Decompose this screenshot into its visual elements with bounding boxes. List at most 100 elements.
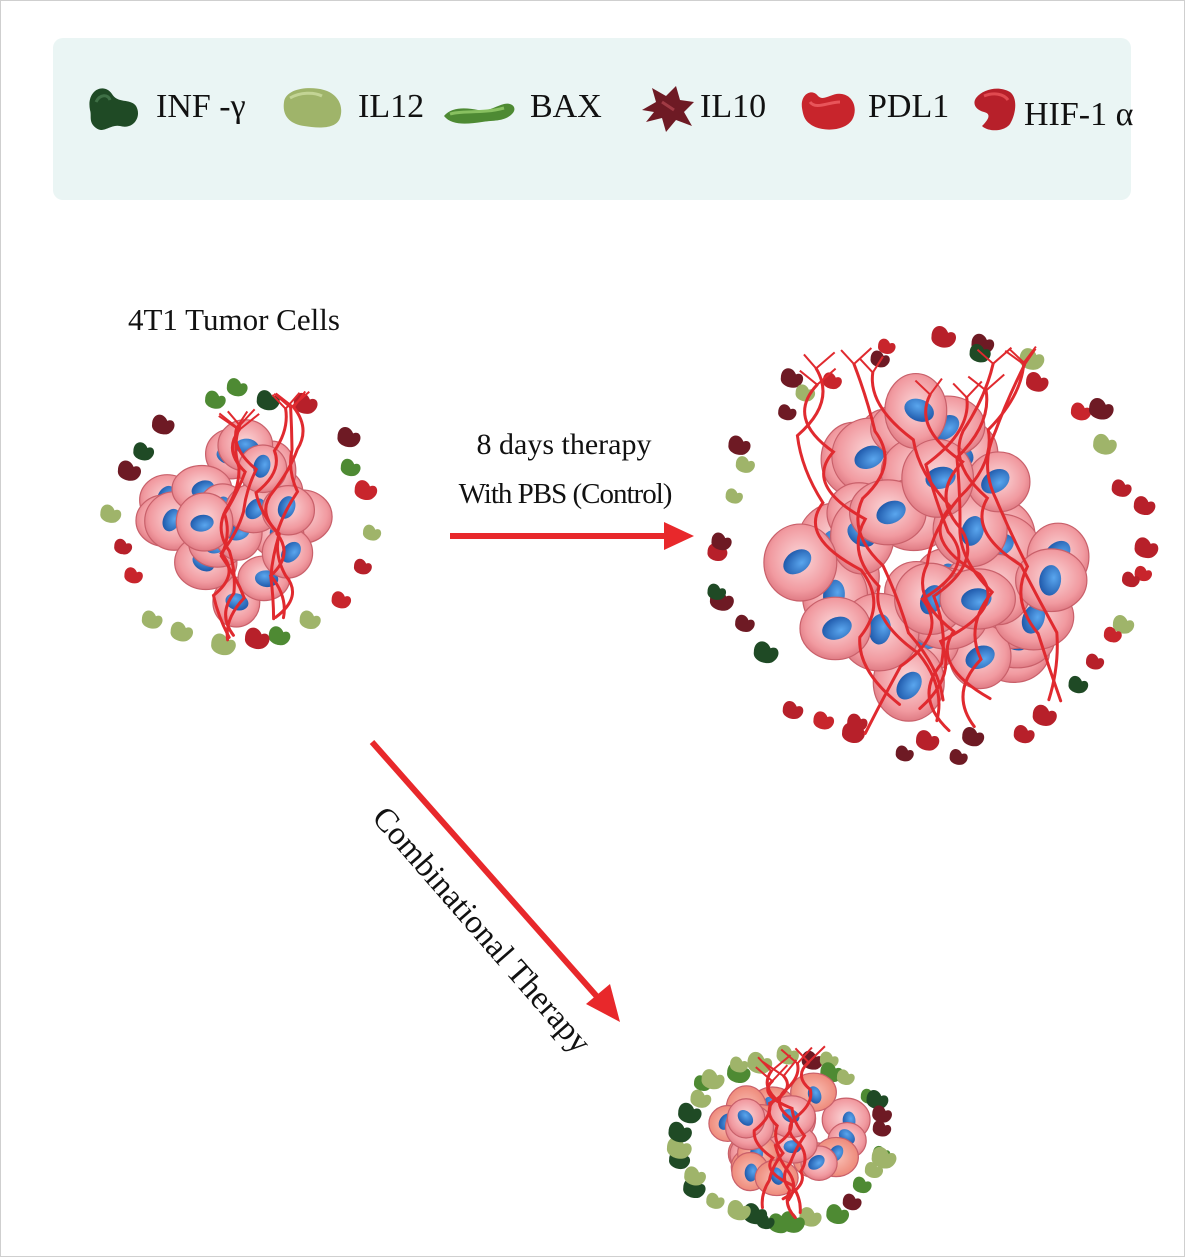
il12-protein-icon <box>795 384 816 402</box>
inf-gamma-protein-icon <box>668 1121 692 1143</box>
il10-protein-icon <box>735 614 755 632</box>
blood-vessel-branch <box>218 413 260 431</box>
il12-protein-icon <box>211 633 236 656</box>
il12-protein-icon <box>283 88 342 128</box>
pdl1-protein-icon <box>1103 626 1122 643</box>
blood-vessel <box>924 393 970 733</box>
bax-protein-icon <box>226 378 248 397</box>
il10-protein-icon <box>870 350 890 368</box>
il10-protein-icon <box>337 426 361 448</box>
legend-panel <box>53 38 1131 200</box>
blood-vessel-branch <box>780 1046 813 1065</box>
il12-protein-icon <box>141 610 163 629</box>
blood-vessel <box>773 1062 800 1202</box>
blood-vessel <box>264 405 305 619</box>
blood-vessel <box>211 425 259 639</box>
il10-protein-icon <box>949 749 968 765</box>
start-label: 4T1 Tumor Cells <box>128 302 340 337</box>
pdl1-protein-icon <box>1070 402 1092 421</box>
hif1a-protein-icon <box>1032 704 1057 726</box>
pdl1-protein-icon <box>813 711 835 730</box>
pdl1-protein-icon <box>822 372 842 390</box>
legend-label: HIF-1 α <box>1024 96 1134 133</box>
hif1a-protein-icon <box>1025 371 1049 392</box>
il12-protein-icon <box>362 524 382 541</box>
blood-vessel-branch <box>914 377 943 396</box>
hif1a-protein-icon <box>782 700 804 719</box>
il10-protein-icon <box>962 726 985 747</box>
blood-vessel <box>957 362 1059 702</box>
inf-gamma-protein-icon <box>866 1089 889 1110</box>
il12-protein-icon <box>1093 433 1117 455</box>
control-arrow-label-line1: 8 days therapy <box>476 428 652 461</box>
il12-protein-icon <box>871 1146 897 1169</box>
il10-protein-icon <box>872 1120 892 1137</box>
legend-label: BAX <box>530 88 602 125</box>
blood-vessel <box>852 362 945 702</box>
inf-gamma-protein-icon <box>133 442 155 461</box>
il10-protein-icon <box>1089 397 1114 420</box>
hif1a-protein-icon <box>353 558 372 575</box>
hif1a-protein-icon <box>974 88 1016 131</box>
blood-vessel <box>921 361 1026 701</box>
blood-vessel-branch <box>840 347 873 365</box>
il10-protein-icon <box>780 368 804 388</box>
blood-vessel-branch <box>799 367 837 386</box>
blood-vessel-branch <box>1004 348 1037 366</box>
cell-nucleus <box>1021 604 1045 634</box>
il10-protein-icon <box>895 745 914 762</box>
blood-vessel <box>955 389 995 729</box>
blood-vessel <box>254 407 288 621</box>
hif1a-protein-icon <box>1133 496 1156 516</box>
blood-vessel-branch <box>976 346 1013 365</box>
pdl1-protein-icon <box>801 92 855 130</box>
blood-vessel-branch <box>227 408 256 426</box>
blood-vessel <box>803 383 941 723</box>
il12-protein-icon <box>836 1069 855 1085</box>
legend-label: INF -γ <box>156 88 246 125</box>
blood-vessel-branch <box>794 1045 826 1063</box>
blood-vessel-branch <box>757 1054 792 1072</box>
inf-gamma-protein-icon <box>89 88 139 130</box>
hif1a-protein-icon <box>1134 537 1159 559</box>
hif1a-protein-icon <box>707 543 728 562</box>
bax-protein-icon <box>826 1204 850 1225</box>
inf-gamma-protein-icon <box>707 583 727 600</box>
pdl1-protein-icon <box>354 480 378 500</box>
cell-nucleus <box>876 500 906 525</box>
il10-protein-icon <box>642 86 694 132</box>
blood-vessel <box>760 1069 785 1210</box>
inf-gamma-protein-icon <box>678 1102 702 1124</box>
hif1a-protein-icon <box>1121 571 1140 588</box>
cell-nucleus <box>1039 565 1062 596</box>
blood-vessel-branch <box>755 1064 789 1082</box>
il12-protein-icon <box>701 1069 725 1090</box>
control-arrow <box>450 522 694 550</box>
hif1a-protein-icon <box>1013 724 1035 744</box>
blood-vessel-branch <box>967 373 1005 392</box>
il12-protein-icon <box>299 610 321 630</box>
hif1a-protein-icon <box>1111 479 1132 497</box>
cell-nucleus <box>744 1163 758 1182</box>
il12-protein-icon <box>799 1207 822 1227</box>
legend-label: IL10 <box>700 88 767 125</box>
il10-protein-icon <box>711 532 732 551</box>
il12-protein-icon <box>690 1089 712 1108</box>
il10-protein-icon <box>778 404 797 421</box>
cell-nucleus <box>783 549 812 575</box>
legend-label: PDL1 <box>868 88 950 125</box>
pdl1-protein-icon <box>124 567 143 584</box>
blood-vessel-branch <box>803 351 836 370</box>
il10-protein-icon <box>842 1193 862 1211</box>
control-arrow-label-line2: With PBS (Control) <box>458 478 673 510</box>
pdl1-protein-icon <box>331 591 352 609</box>
blood-vessel <box>986 363 1063 703</box>
cell-nucleus <box>737 1110 754 1126</box>
inf-gamma-protein-icon <box>256 390 280 411</box>
il10-protein-icon <box>117 460 142 481</box>
bax-protein-icon <box>444 103 515 124</box>
blood-vessel <box>268 406 300 620</box>
bax-protein-icon <box>205 390 226 409</box>
blood-vessel <box>795 366 902 706</box>
